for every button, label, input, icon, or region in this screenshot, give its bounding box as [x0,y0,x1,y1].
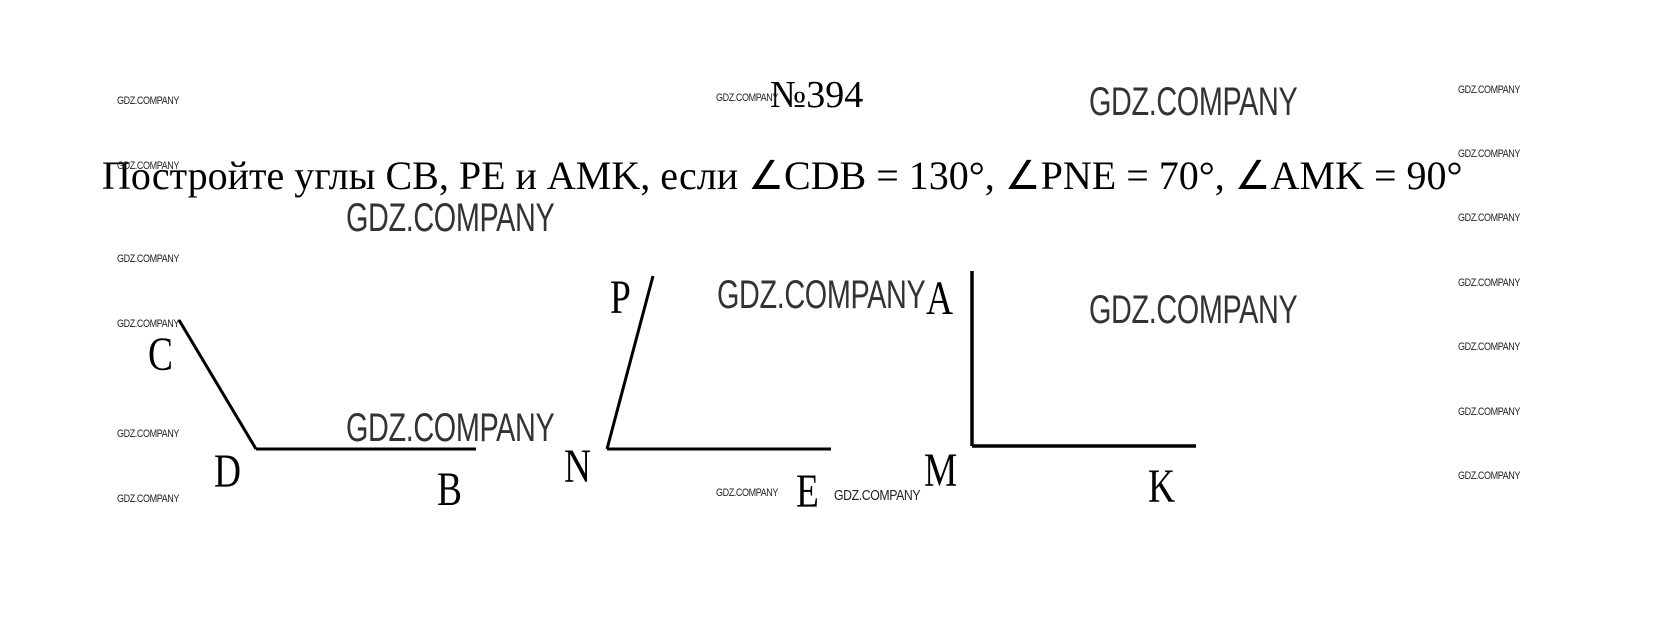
point-label-k: K [1148,461,1175,513]
problem-statement: Постройте углы CB, PE и AMK, если ∠CDB =… [102,153,1463,198]
watermark: GDZ.COMPANY [717,273,926,317]
ray-dc [177,319,258,450]
watermark: GDZ.COMPANY [346,406,555,450]
watermark: GDZ.COMPANY [716,92,778,104]
watermark: GDZ.COMPANY [1458,470,1520,482]
watermark: GDZ.COMPANY [117,95,179,107]
ray-np [605,275,655,450]
point-label-m: M [924,445,957,497]
watermark: GDZ.COMPANY [117,253,179,265]
watermark: GDZ.COMPANY [1089,80,1298,124]
point-label-d: D [214,446,241,498]
watermark: GDZ.COMPANY [834,487,921,504]
watermark: GDZ.COMPANY [1458,341,1520,353]
angle-pne: P N E [564,272,831,518]
watermark: GDZ.COMPANY [117,428,179,440]
point-label-c: C [148,329,173,381]
watermark: GDZ.COMPANY [1089,288,1298,332]
watermark: GDZ.COMPANY [1458,84,1520,96]
angle-cdb: C D B [148,319,476,516]
watermark: GDZ.COMPANY [1458,277,1520,289]
point-label-p: P [610,272,631,324]
problem-number: №394 [770,74,864,116]
watermark: GDZ.COMPANY [117,160,179,172]
watermark: GDZ.COMPANY [716,487,778,499]
watermark: GDZ.COMPANY [117,493,179,505]
watermark: GDZ.COMPANY [117,318,179,330]
point-label-e: E [796,466,819,518]
point-label-n: N [564,441,591,493]
angle-amk: A M K [924,271,1196,513]
point-label-b: B [437,464,462,516]
watermark: GDZ.COMPANY [1458,406,1520,418]
watermark: GDZ.COMPANY [1458,212,1520,224]
watermark: GDZ.COMPANY [1458,148,1520,160]
watermark: GDZ.COMPANY [346,196,555,240]
point-label-a: A [926,273,953,325]
